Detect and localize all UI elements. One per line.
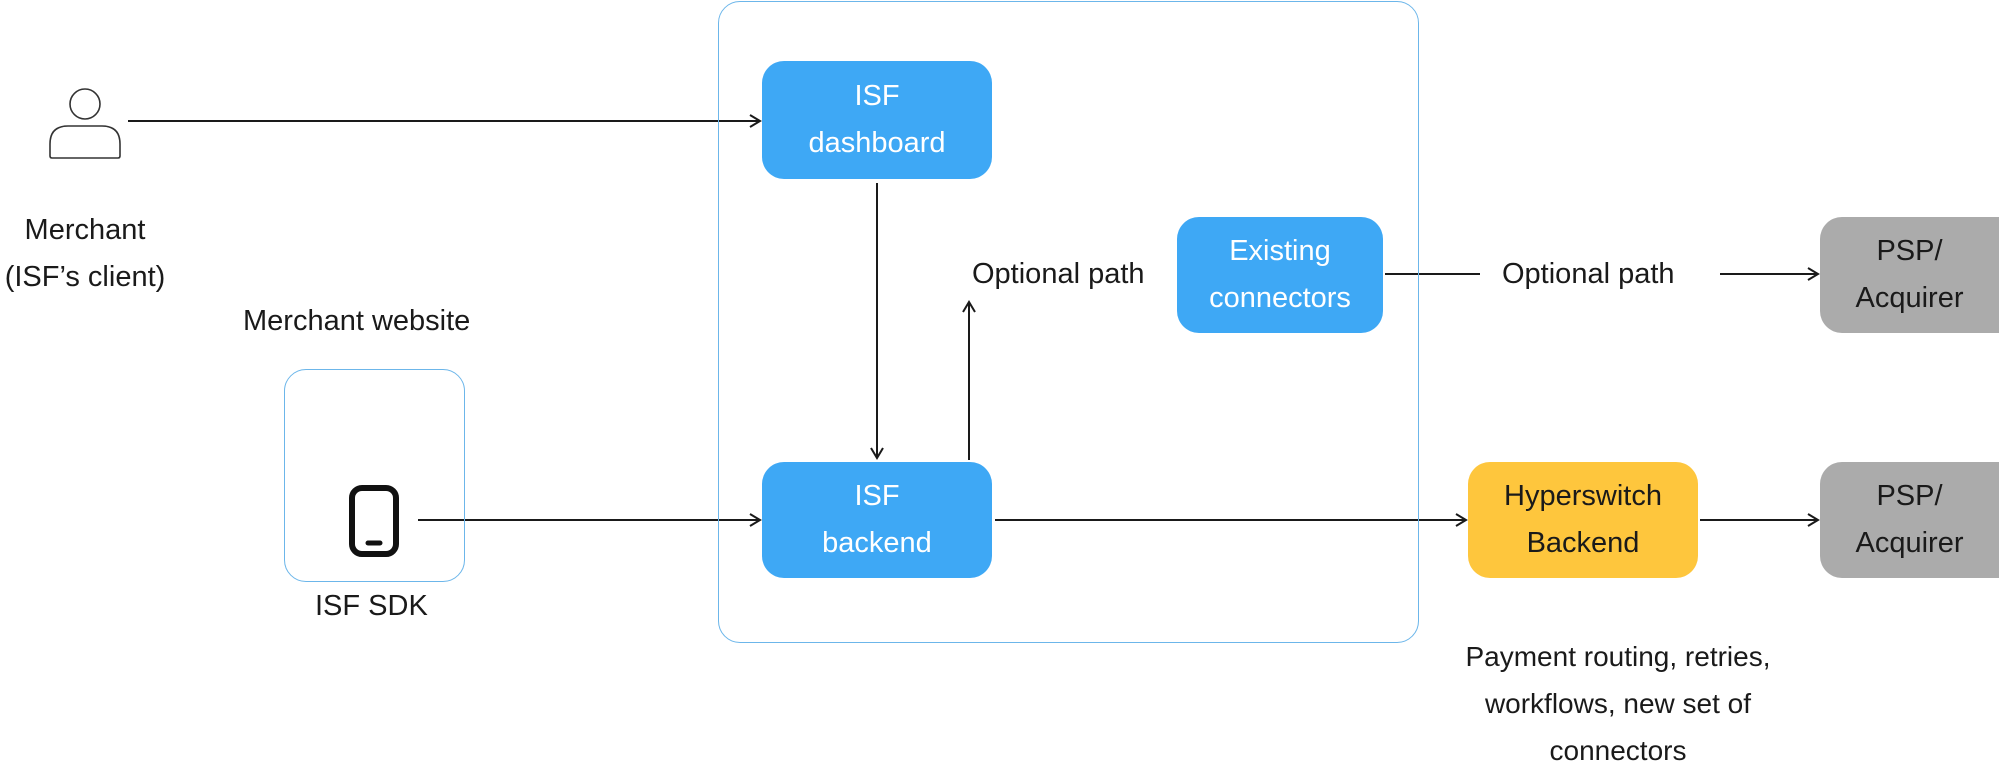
isf-dashboard-box[interactable]: ISF dashboard bbox=[762, 61, 992, 179]
merchant-label: Merchant (ISF’s client) bbox=[0, 207, 170, 301]
psp-bottom-line2: Acquirer bbox=[1855, 527, 1964, 559]
optional-path-label-right: Optional path bbox=[1502, 258, 1675, 290]
merchant-website-frame bbox=[284, 369, 465, 582]
psp-top-line2: Acquirer bbox=[1855, 282, 1964, 314]
person-icon bbox=[46, 84, 124, 170]
hyperswitch-caption: Payment routing, retries, workflows, new… bbox=[1408, 633, 1828, 774]
hyperswitch-caption-line3: connectors bbox=[1549, 735, 1687, 766]
isf-dashboard-line1: ISF bbox=[854, 80, 900, 112]
merchant-label-line1: Merchant bbox=[24, 214, 146, 246]
isf-dashboard-line2: dashboard bbox=[808, 127, 946, 159]
isf-system-frame bbox=[718, 1, 1419, 643]
hyperswitch-line1: Hyperswitch bbox=[1504, 480, 1662, 512]
isf-sdk-label: ISF SDK bbox=[315, 590, 428, 622]
mobile-phone-icon bbox=[346, 485, 402, 557]
existing-connectors-line2: connectors bbox=[1209, 282, 1351, 314]
hyperswitch-line2: Backend bbox=[1526, 527, 1640, 559]
existing-connectors-box[interactable]: Existing connectors bbox=[1177, 217, 1383, 333]
hyperswitch-caption-line1: Payment routing, retries, bbox=[1465, 641, 1771, 672]
merchant-website-label: Merchant website bbox=[243, 305, 471, 337]
optional-path-label-left: Optional path bbox=[972, 258, 1145, 290]
hyperswitch-caption-line2: workflows, new set of bbox=[1484, 688, 1752, 719]
psp-acquirer-box-bottom[interactable]: PSP/ Acquirer bbox=[1820, 462, 1999, 578]
isf-backend-line2: backend bbox=[822, 527, 932, 559]
isf-backend-box[interactable]: ISF backend bbox=[762, 462, 992, 578]
isf-backend-line1: ISF bbox=[854, 480, 900, 512]
hyperswitch-backend-box[interactable]: Hyperswitch Backend bbox=[1468, 462, 1698, 578]
psp-top-line1: PSP/ bbox=[1876, 235, 1943, 267]
psp-bottom-line1: PSP/ bbox=[1876, 480, 1943, 512]
existing-connectors-line1: Existing bbox=[1229, 235, 1331, 267]
merchant-label-line2: (ISF’s client) bbox=[4, 261, 166, 293]
psp-acquirer-box-top[interactable]: PSP/ Acquirer bbox=[1820, 217, 1999, 333]
